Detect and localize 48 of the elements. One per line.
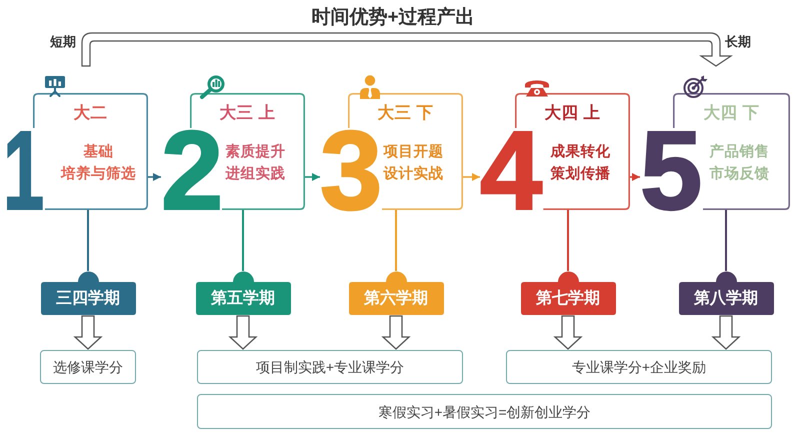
stage-text: 项目开题: [384, 143, 444, 162]
stage-text: 基础: [84, 142, 114, 162]
connector-line: [242, 210, 244, 271]
stage-heading: 大二: [74, 103, 108, 123]
semester-tab: 第八学期: [678, 271, 774, 315]
arrow: [148, 173, 161, 181]
connector-line: [87, 210, 89, 271]
step-frame: [480, 93, 630, 210]
connector-line: [725, 210, 727, 271]
stage-text: 成果转化: [550, 142, 610, 162]
credit-box: 选修课学分: [40, 350, 136, 384]
stage-heading: 大三 下: [378, 103, 434, 123]
step-number: 3: [320, 131, 381, 211]
hollow-arrow: [228, 315, 258, 350]
stage-text: 产品销售: [710, 142, 770, 162]
step-number: 4: [480, 131, 542, 211]
hollow-arrow: [553, 315, 583, 350]
step-number: 5: [640, 131, 702, 211]
stage-text: 策划传播: [550, 164, 610, 184]
stage-heading: 大四 上: [544, 103, 600, 123]
semester-tab: 第六学期: [348, 271, 444, 315]
stage-heading: 大三 上: [220, 103, 276, 123]
step-number: 1: [3, 131, 44, 211]
hollow-arrow: [381, 315, 411, 350]
semester-tab: 第五学期: [196, 271, 290, 315]
term-label: 短期: [50, 33, 76, 51]
arrow: [630, 173, 640, 181]
semester-tab: 第七学期: [520, 271, 616, 315]
step-number: 2: [161, 131, 221, 211]
arrow: [463, 173, 480, 181]
connector-line: [567, 210, 569, 271]
semester-tab: 三四学期: [40, 271, 136, 315]
stage-text: 进组实践: [226, 164, 286, 184]
credit-box: 专业课学分+企业奖励: [506, 350, 772, 384]
credit-box: 寒假实习+暑假实习=创新创业学分: [197, 394, 772, 429]
credit-box: 项目制实践+专业课学分: [197, 350, 463, 384]
stage-text: 素质提升: [226, 142, 286, 162]
term-label: 长期: [725, 33, 751, 51]
step-frame: [320, 93, 463, 210]
stage-heading: 大四 下: [704, 103, 760, 123]
hollow-arrow: [73, 315, 103, 350]
arrow: [305, 173, 320, 181]
stage-text: 设计实战: [384, 164, 444, 184]
hollow-arrow: [711, 315, 741, 350]
stage-text: 培养与筛选: [61, 164, 136, 184]
stage-text: 市场反馈: [710, 164, 770, 184]
connector-line: [395, 210, 397, 271]
title: 时间优势+过程产出: [311, 6, 475, 30]
